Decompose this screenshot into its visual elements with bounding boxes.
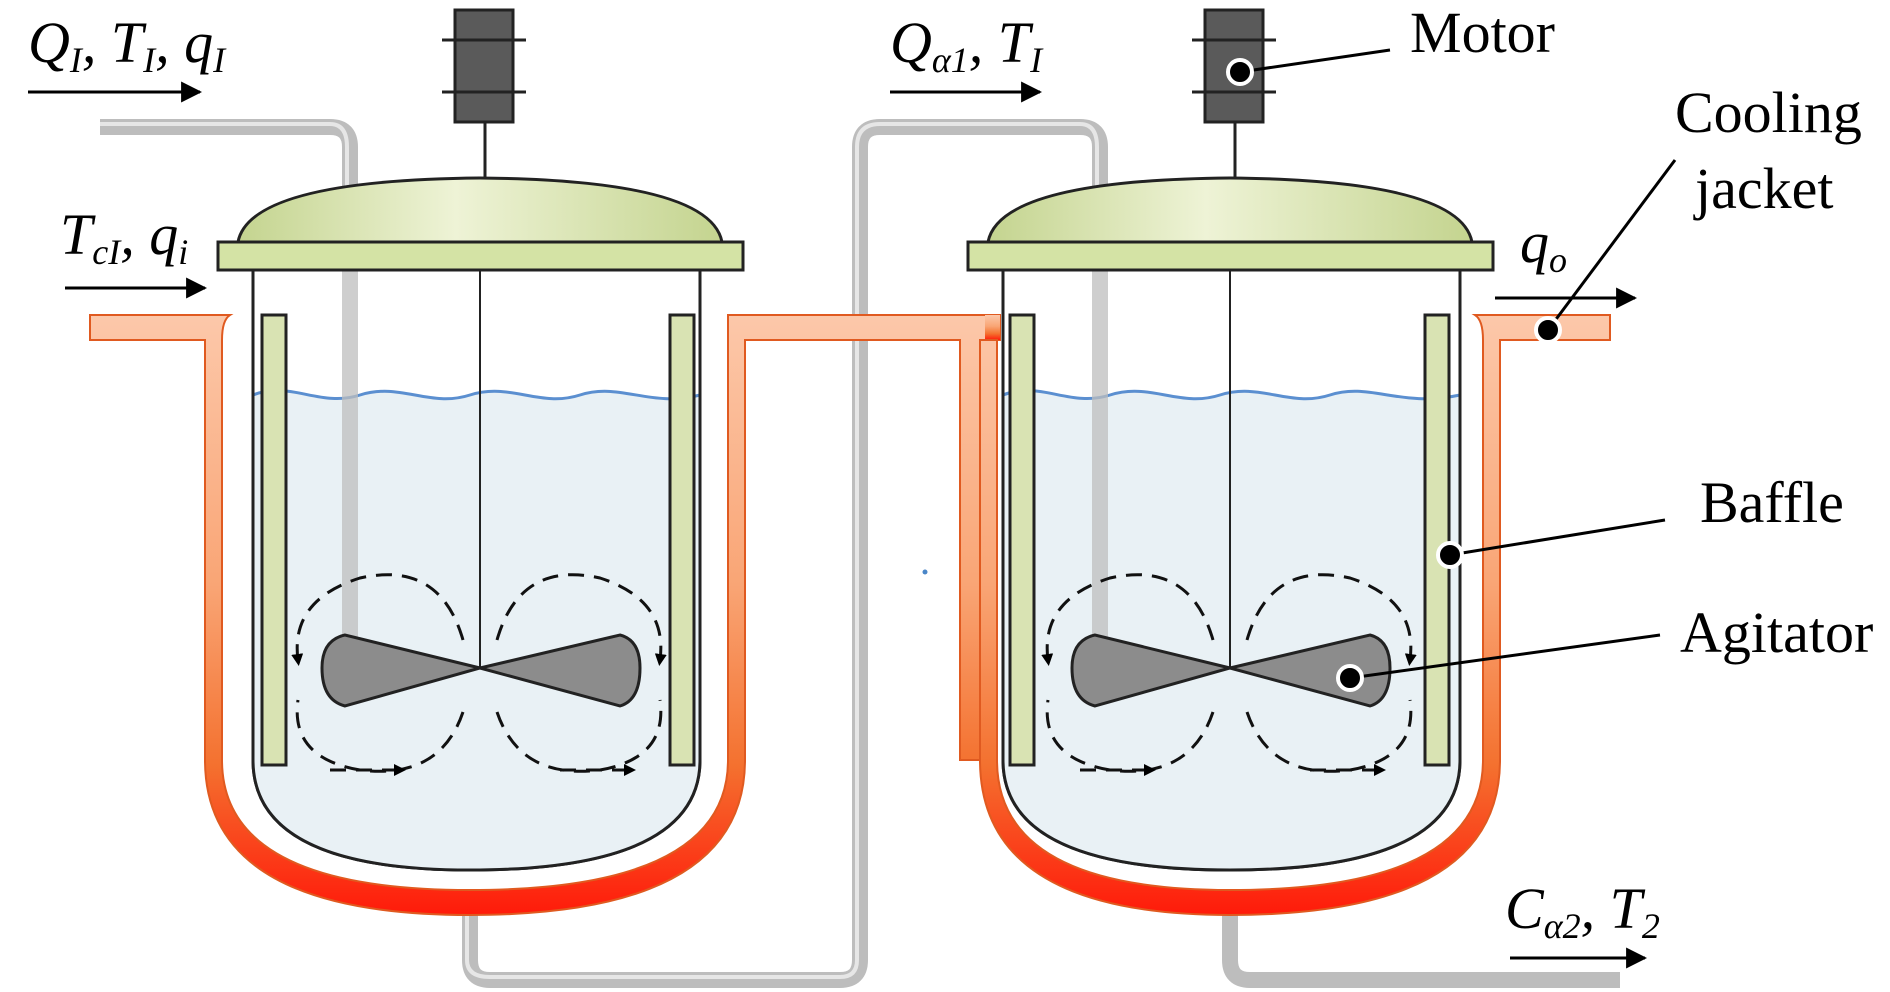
baffle-1-right: [668, 313, 696, 767]
callout-leaders: [1239, 48, 1677, 680]
callout-cooling-jacket-line2: jacket: [1693, 156, 1833, 221]
baffle-2-right: [1423, 313, 1451, 767]
cooling-jacket: [89, 314, 1611, 917]
label-feed-1: QI, TI, qI: [28, 10, 227, 80]
cooling-jacket-marker: [1534, 316, 1562, 344]
agitator-marker: [1336, 664, 1364, 692]
motor-icon: [1192, 8, 1276, 178]
flow-pattern-1: [291, 573, 667, 776]
lid-1: [216, 176, 745, 272]
product-pipe: [1222, 890, 1620, 988]
baffle-1-left: [260, 313, 288, 767]
liquid-1: [253, 390, 700, 870]
label-coolant-out: qo: [1520, 210, 1567, 280]
motor-icon: [442, 8, 526, 178]
reactor-2: [1001, 270, 1462, 872]
baffles: [260, 313, 1451, 767]
callout-dots: [1226, 58, 1562, 692]
baffle-2-left: [1008, 313, 1036, 767]
impeller-icon: [320, 633, 642, 708]
label-product-out: Cα2, T2: [1505, 876, 1660, 946]
callout-agitator: Agitator: [1680, 600, 1873, 665]
callout-baffle: Baffle: [1700, 470, 1844, 535]
lid-2: [966, 176, 1495, 272]
label-coolant-in: TcI, qi: [60, 202, 188, 272]
label-feed-2: Qα1, TI: [890, 10, 1044, 80]
callout-cooling-jacket-line1: Cooling: [1675, 80, 1862, 145]
callout-motor: Motor: [1410, 0, 1555, 65]
baffle-marker: [1436, 541, 1464, 569]
motor-marker: [1226, 58, 1254, 86]
reactor-1: [251, 270, 702, 872]
liquid-2: [1003, 390, 1460, 870]
stream-arrows: [28, 81, 1648, 969]
flow-pattern-2: [1041, 573, 1417, 776]
stray-dot: [922, 569, 928, 575]
